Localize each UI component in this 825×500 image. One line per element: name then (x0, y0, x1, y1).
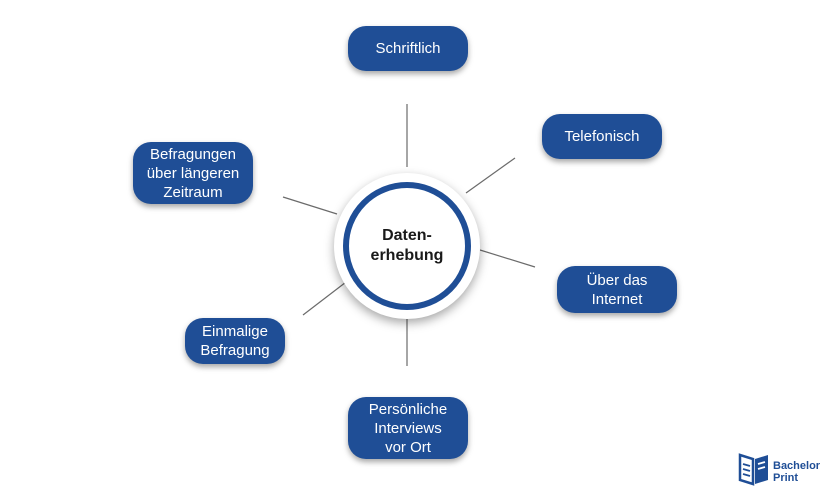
connector-laengerer-zeitraum (282, 196, 338, 215)
node-internet: Über das Internet (557, 266, 677, 313)
bachelor-print-logo: Bachelor Print (738, 452, 820, 492)
node-telefonisch: Telefonisch (542, 114, 662, 159)
center-label: Daten- erhebung (370, 227, 444, 264)
logo-text: Bachelor Print (773, 460, 821, 484)
node-persoenlich: Persönliche Interviews vor Ort (348, 397, 468, 459)
book-logo-icon (738, 453, 768, 486)
center-node: Daten- erhebung (334, 173, 480, 319)
node-laengerer-zeitraum: Befragungen über längeren Zeitraum (133, 142, 253, 204)
center-ring (343, 182, 471, 310)
connector-internet (479, 249, 536, 268)
connector-einmalig (302, 278, 351, 316)
node-schriftlich: Schriftlich (348, 26, 468, 71)
node-einmalig: Einmalige Befragung (185, 318, 285, 364)
connector-telefonisch (465, 157, 516, 194)
